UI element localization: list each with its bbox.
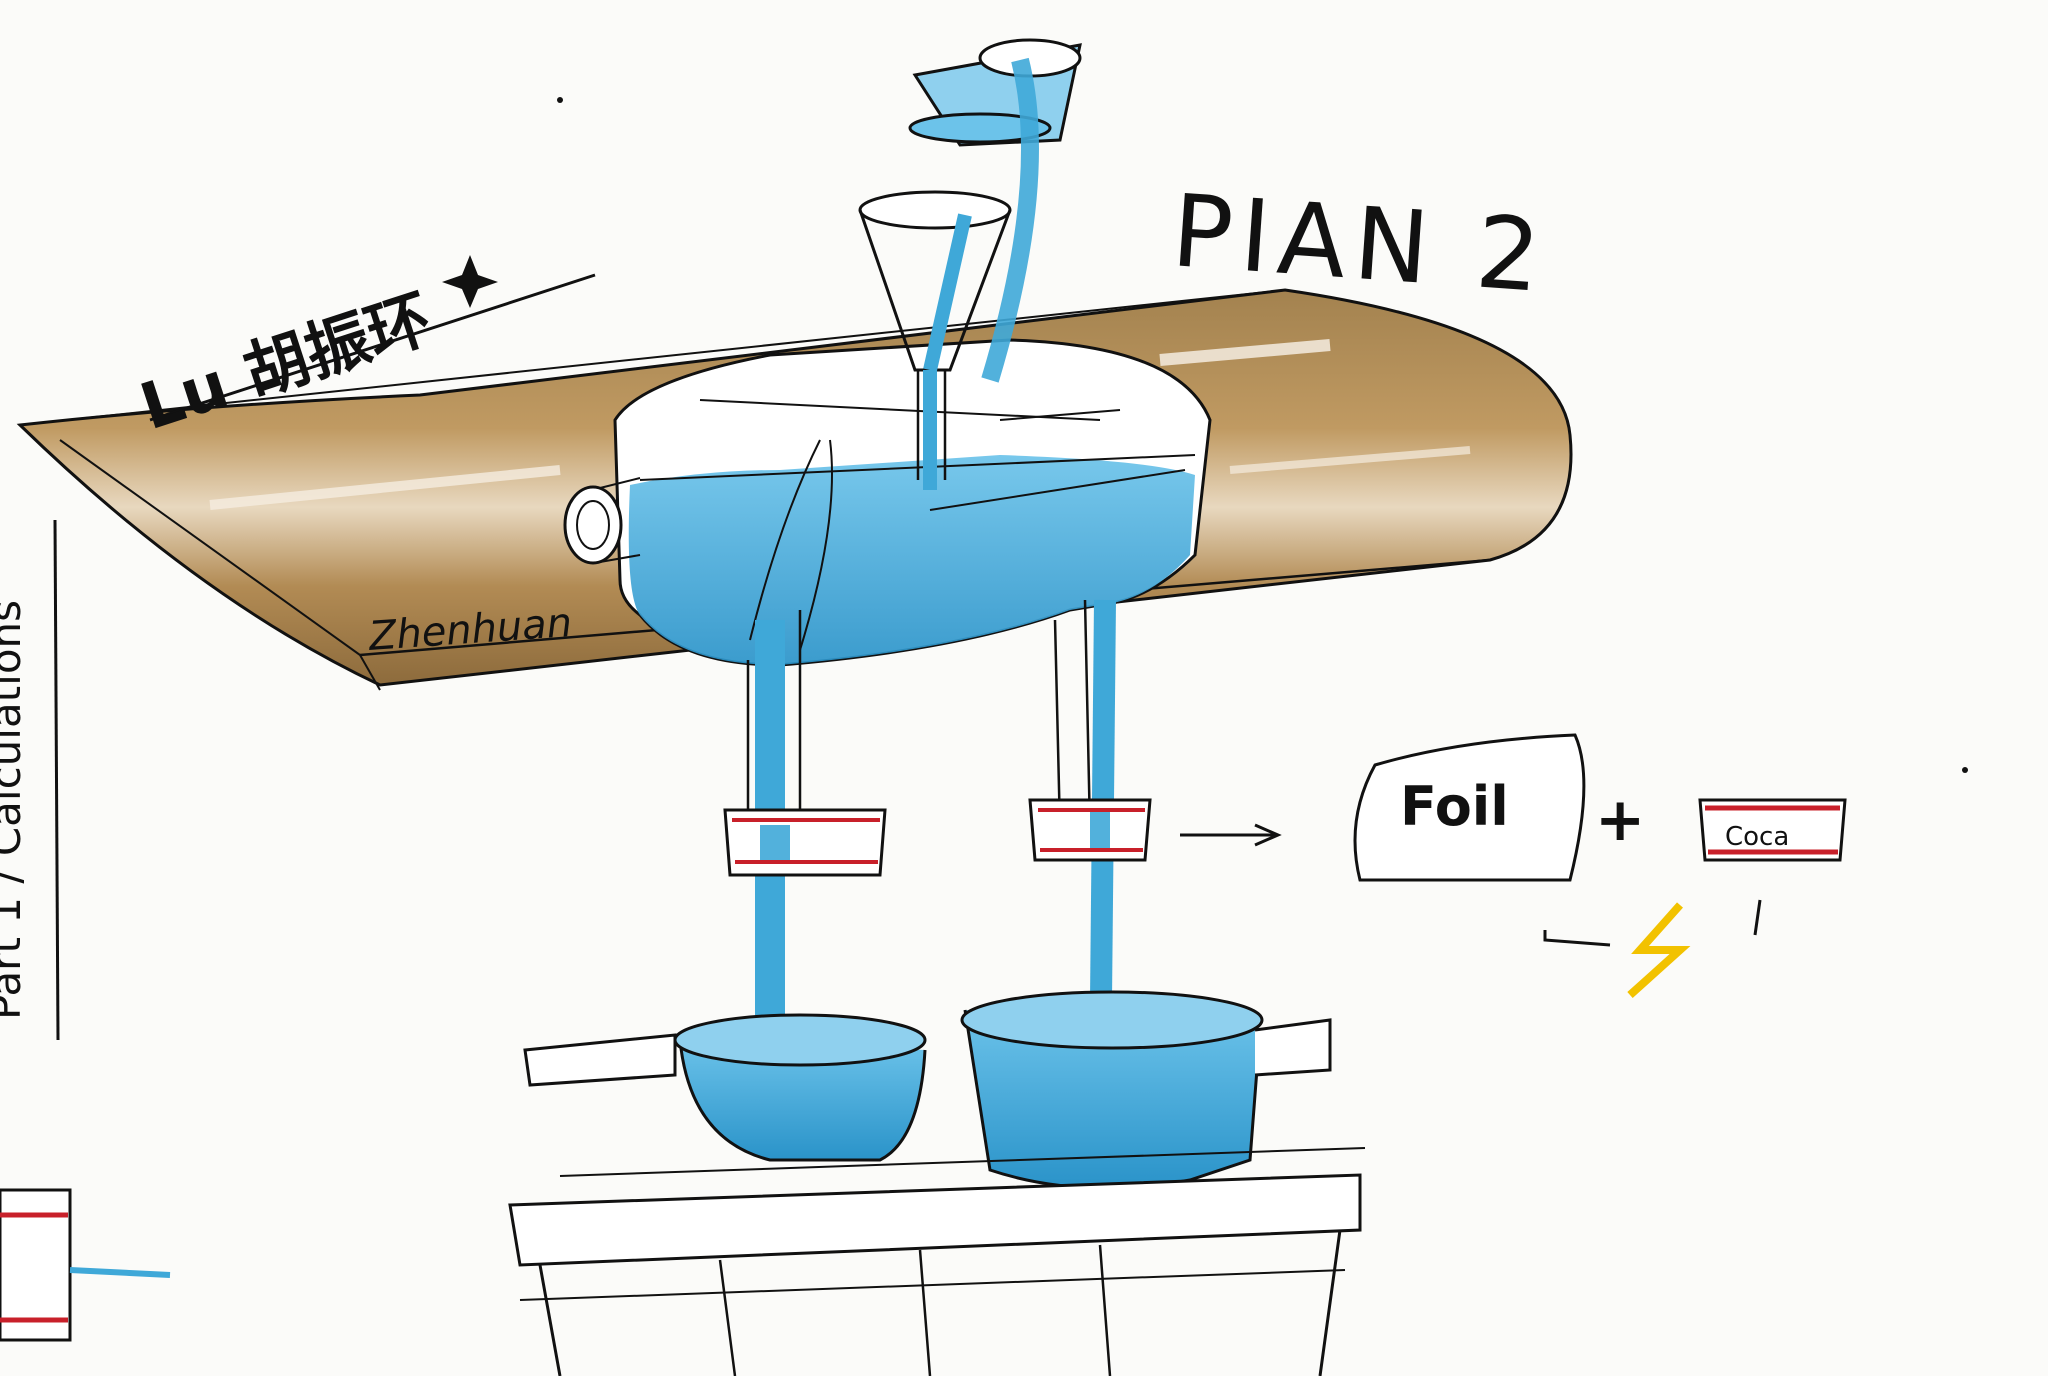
sketch-title: PIAN 2 <box>1168 172 1552 315</box>
coca-can: Coca <box>1698 798 1847 862</box>
water-tank <box>563 338 1212 667</box>
side-note-text: Part 1 / Calculations <box>0 600 30 1020</box>
annotation-group: Foil + Coca <box>1180 733 1847 998</box>
foil-label: Foil <box>1400 775 1509 838</box>
pouring-cup <box>908 38 1082 383</box>
foil-box <box>1353 733 1586 882</box>
sparkle-icon <box>442 255 498 308</box>
valve-ring-right <box>1028 798 1152 862</box>
plus-sign: + <box>1595 785 1645 855</box>
lightning-icon <box>1627 902 1691 998</box>
funnel <box>858 190 1012 490</box>
side-note: Part 1 / Calculations <box>0 519 171 1342</box>
small-pot <box>523 1013 927 1162</box>
can-label: Coca <box>1725 822 1789 852</box>
valve-ring-left <box>723 808 887 877</box>
large-pot <box>960 990 1332 1190</box>
stove-box <box>508 1147 1366 1376</box>
